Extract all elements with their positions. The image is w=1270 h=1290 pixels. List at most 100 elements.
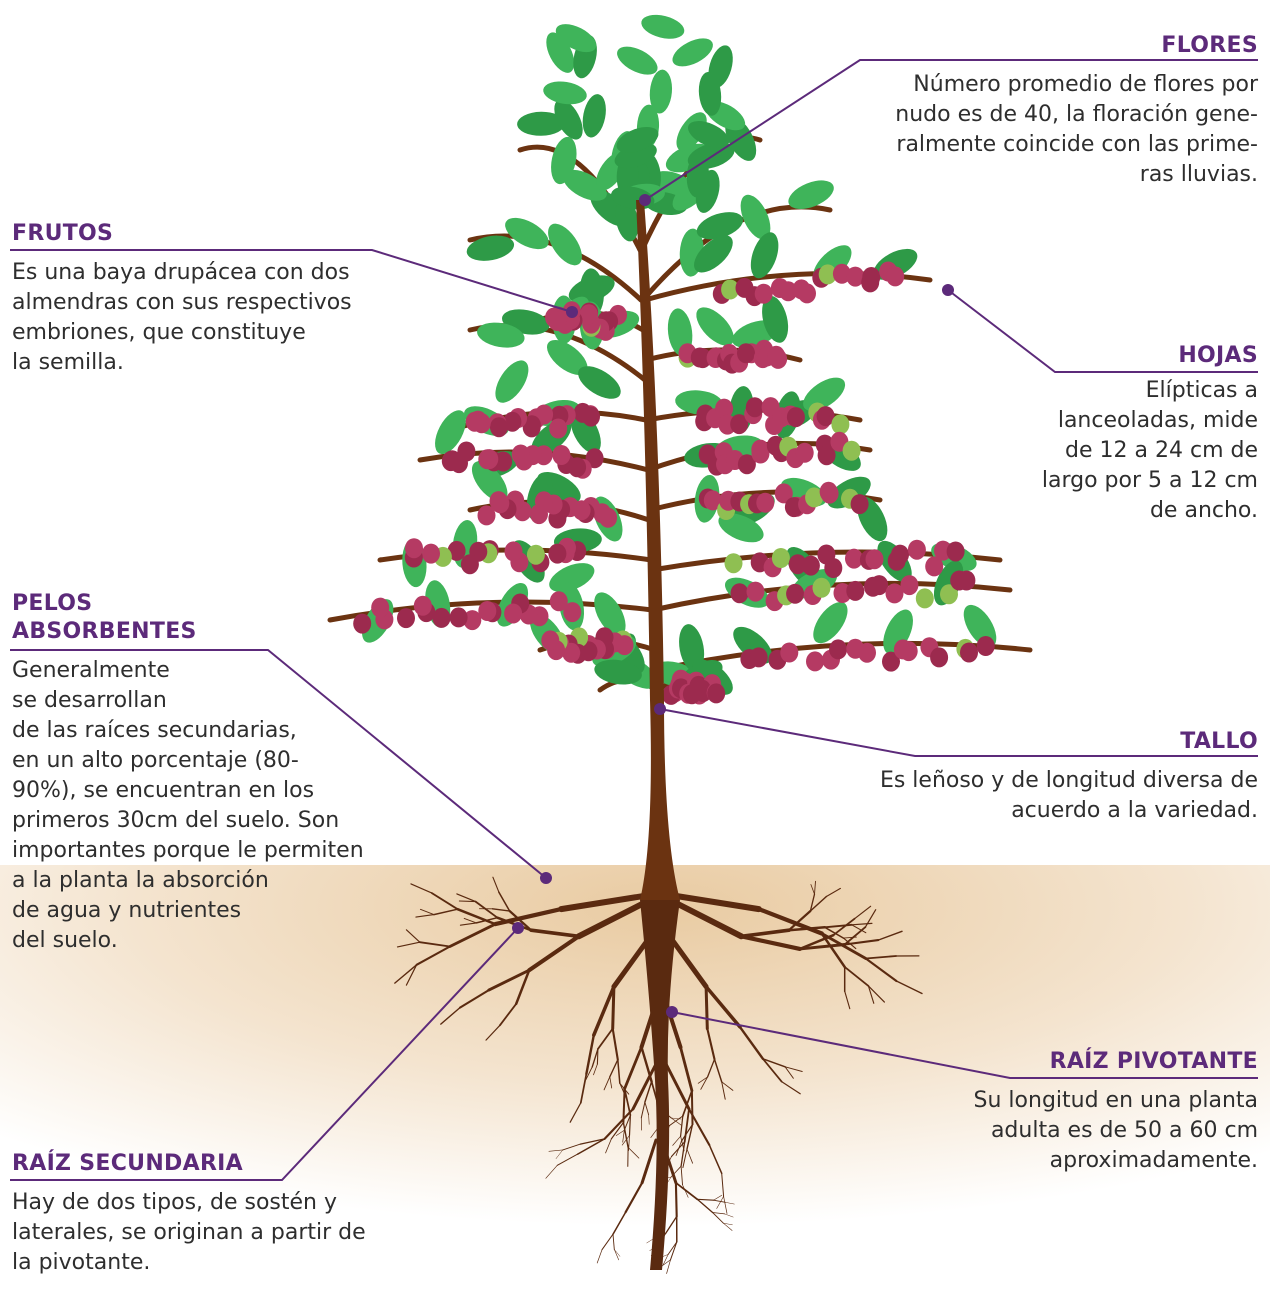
frutos-description: Es una baya drupácea con dos almendras c… <box>12 258 412 378</box>
berry <box>530 504 548 524</box>
berry <box>746 397 764 417</box>
berry <box>798 283 816 303</box>
berry <box>756 493 774 513</box>
berry <box>707 683 725 703</box>
trunk <box>636 200 680 900</box>
berry <box>886 266 904 286</box>
root <box>613 987 614 1029</box>
berry <box>900 641 918 661</box>
frutos-title: FRUTOS <box>12 220 412 248</box>
raiz-pivotante-title: RAÍZ PIVOTANTE <box>898 1048 1258 1076</box>
berry <box>787 407 805 427</box>
berry <box>751 440 769 460</box>
berry <box>755 284 773 304</box>
label-tallo: TALLO Es leñoso y de longitud diversa de… <box>798 728 1258 826</box>
hojas-description: Elípticas a lanceoladas, mide de 12 a 24… <box>958 376 1258 526</box>
berry <box>866 549 884 569</box>
berry <box>504 604 522 624</box>
berry <box>505 541 523 561</box>
berry <box>947 542 965 562</box>
berry <box>813 578 831 598</box>
root <box>706 987 707 1029</box>
root <box>676 1183 677 1217</box>
berry <box>461 554 479 574</box>
root <box>692 1091 693 1125</box>
berry <box>450 607 468 627</box>
berry <box>466 412 484 432</box>
dot-hojas <box>942 284 954 296</box>
dot-raiz-secundaria <box>512 922 524 934</box>
root <box>597 1049 598 1064</box>
raiz-secundaria-title: RAÍZ SECUNDARIA <box>12 1150 432 1178</box>
leaf <box>690 301 741 352</box>
leaf <box>542 79 589 108</box>
berry <box>478 505 496 525</box>
berry <box>908 540 926 560</box>
berry <box>891 545 909 565</box>
berry <box>821 484 839 504</box>
hojas-title: HOJAS <box>958 342 1258 370</box>
berry <box>527 545 545 565</box>
berry <box>870 575 888 595</box>
berry <box>442 451 460 471</box>
berry <box>478 449 496 469</box>
berry <box>960 643 978 663</box>
berry <box>548 544 566 564</box>
berry <box>691 348 709 368</box>
dot-frutos <box>566 306 578 318</box>
berry <box>580 304 598 324</box>
berry <box>767 346 785 366</box>
berry <box>549 419 567 439</box>
label-pelos-absorbentes: PELOS ABSORBENTES Generalmente se desarr… <box>12 590 432 956</box>
raiz-pivotante-description: Su longitud en una planta adulta es de 5… <box>898 1086 1258 1176</box>
dot-pelos <box>540 872 552 884</box>
berry <box>829 639 847 659</box>
berry <box>858 643 876 663</box>
leaf <box>489 355 535 408</box>
berry <box>750 647 768 667</box>
flores-title: FLORES <box>838 32 1258 60</box>
berry <box>802 556 820 576</box>
berry <box>862 267 880 287</box>
berry <box>916 588 934 608</box>
dot-flores <box>639 194 651 206</box>
dot-raiz-pivotante <box>666 1006 678 1018</box>
berry <box>405 538 423 558</box>
dot-tallo <box>654 703 666 715</box>
berry <box>725 553 743 573</box>
label-raiz-secundaria: RAÍZ SECUNDARIA Hay de dos tipos, de sos… <box>12 1150 432 1278</box>
berry <box>574 403 592 423</box>
raiz-secundaria-description: Hay de dos tipos, de sostén y laterales,… <box>12 1188 432 1278</box>
berry <box>550 591 568 611</box>
tallo-description: Es leñoso y de longitud diversa de acuer… <box>798 766 1258 826</box>
berry <box>541 630 559 650</box>
berry <box>737 343 755 363</box>
berry <box>731 583 749 603</box>
berry <box>512 445 530 465</box>
pelos-description: Generalmente se desarrollan de las raíce… <box>12 656 432 956</box>
berry <box>824 558 842 578</box>
tallo-title: TALLO <box>798 728 1258 756</box>
berry <box>806 651 824 671</box>
berry <box>831 414 849 434</box>
label-frutos: FRUTOS Es una baya drupácea con dos alme… <box>12 220 412 378</box>
berry <box>930 647 948 667</box>
flores-description: Número promedio de flores por nudo es de… <box>838 70 1258 190</box>
leaf <box>613 41 662 81</box>
berry <box>747 582 765 602</box>
berry <box>422 544 440 564</box>
berry <box>843 441 861 461</box>
berry <box>548 311 566 331</box>
pelos-title: PELOS ABSORBENTES <box>12 590 432 646</box>
berry <box>552 445 570 465</box>
berry <box>796 443 814 463</box>
root <box>459 901 475 902</box>
berry <box>772 548 790 568</box>
berry <box>780 643 798 663</box>
berry <box>977 636 995 656</box>
berry <box>846 581 864 601</box>
berry <box>490 417 508 437</box>
berry <box>786 584 804 604</box>
label-hojas: HOJAS Elípticas a lanceoladas, mide de 1… <box>958 342 1258 526</box>
berry <box>957 571 975 591</box>
